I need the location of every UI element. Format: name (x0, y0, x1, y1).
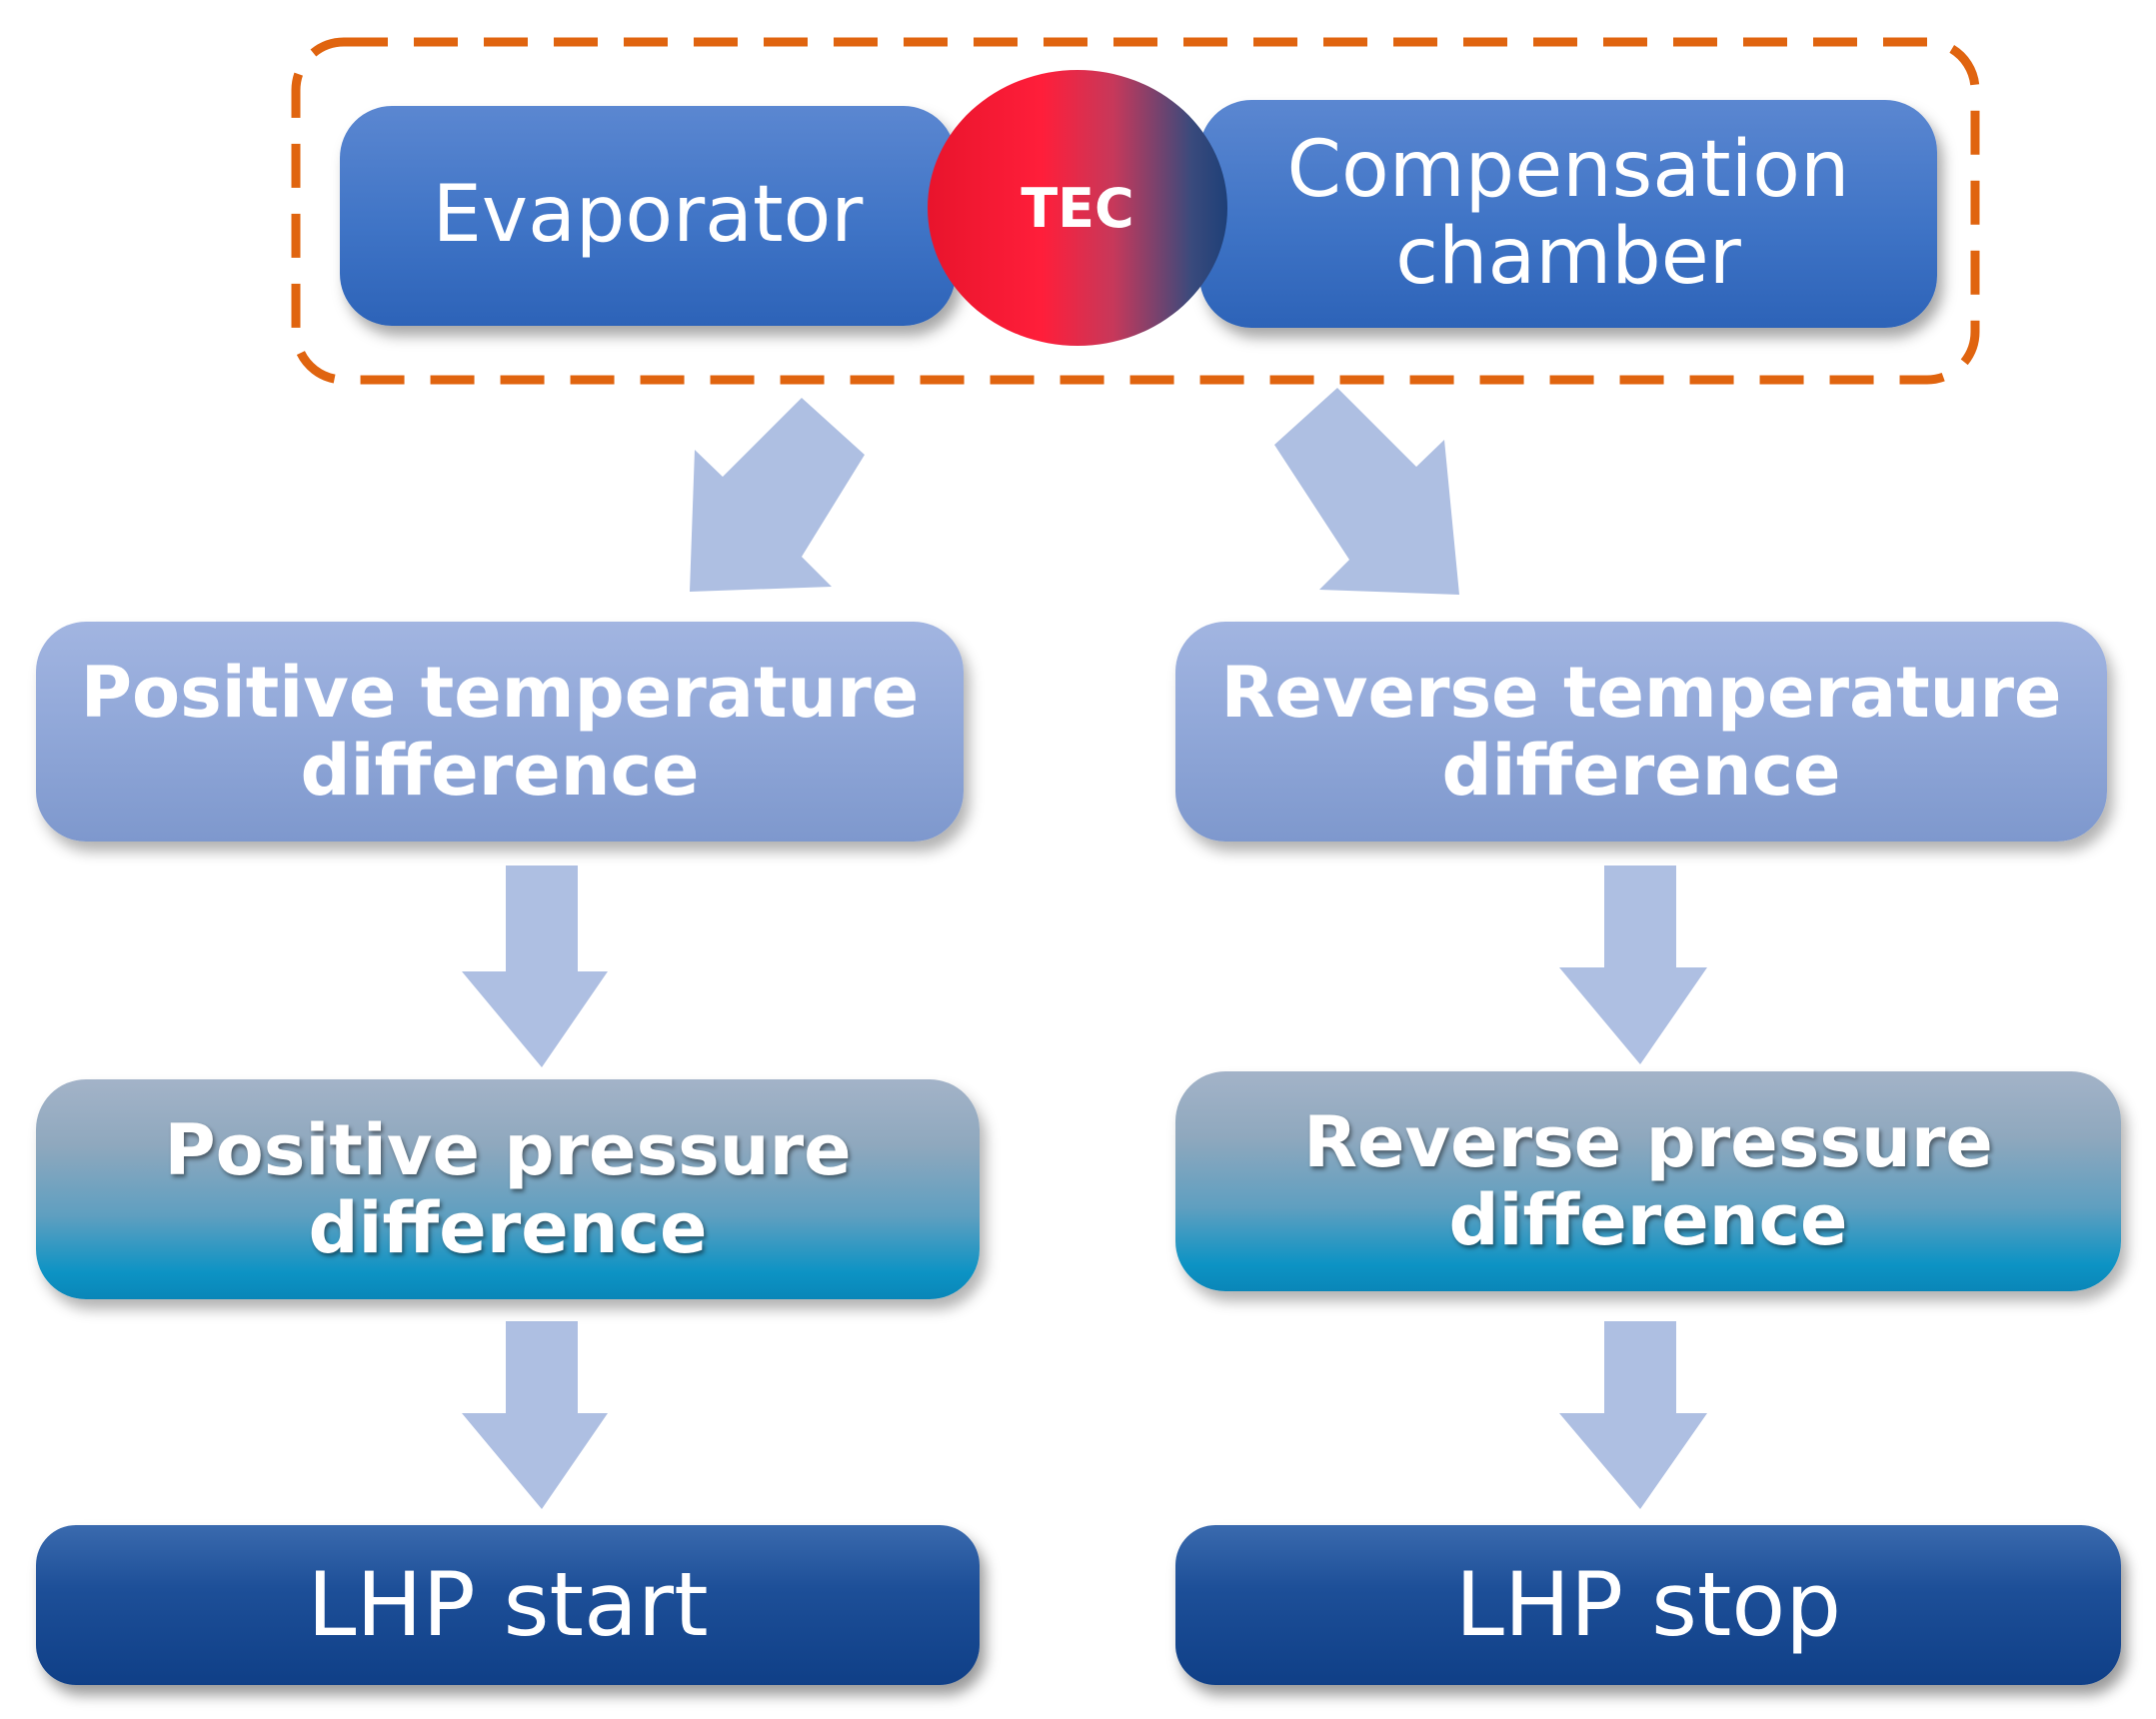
positive-pressure-box: Positive pressure difference (36, 1079, 980, 1299)
lhp-start-box: LHP start (36, 1525, 980, 1685)
lhp-stop-label: LHP stop (1454, 1552, 1842, 1656)
arrow-to-reverse-pressure (1559, 865, 1707, 1064)
reverse-pressure-line2: difference (1448, 1179, 1848, 1261)
positive-temperature-line2: difference (300, 730, 700, 812)
compensation-label-line2: chamber (1395, 212, 1741, 302)
arrow-to-reverse-temperature (1274, 388, 1459, 595)
lhp-start-label: LHP start (307, 1552, 709, 1656)
system-boundary (291, 37, 1980, 385)
evaporator-box: Evaporator (340, 106, 956, 326)
arrow-to-lhp-stop (1559, 1321, 1707, 1509)
arrow-to-positive-pressure (462, 865, 608, 1067)
reverse-temperature-box: Reverse temperature difference (1175, 622, 2107, 842)
positive-temperature-box: Positive temperature difference (36, 622, 964, 842)
lhp-stop-box: LHP stop (1175, 1525, 2121, 1685)
reverse-pressure-line1: Reverse pressure (1303, 1100, 1993, 1183)
positive-temperature-line1: Positive temperature (80, 651, 920, 734)
reverse-temperature-line2: difference (1441, 730, 1841, 812)
compensation-chamber-box: Compensation chamber (1199, 100, 1937, 328)
compensation-label-line1: Compensation (1286, 124, 1850, 215)
arrow-to-positive-temperature (690, 398, 865, 592)
tec-element: TEC (928, 70, 1227, 346)
arrow-to-lhp-start (462, 1321, 608, 1509)
evaporator-label: Evaporator (432, 170, 864, 261)
positive-pressure-line2: difference (308, 1187, 708, 1269)
reverse-pressure-box: Reverse pressure difference (1175, 1071, 2121, 1291)
reverse-temperature-line1: Reverse temperature (1220, 651, 2062, 734)
tec-label: TEC (1021, 176, 1134, 240)
positive-pressure-line1: Positive pressure (164, 1108, 852, 1191)
